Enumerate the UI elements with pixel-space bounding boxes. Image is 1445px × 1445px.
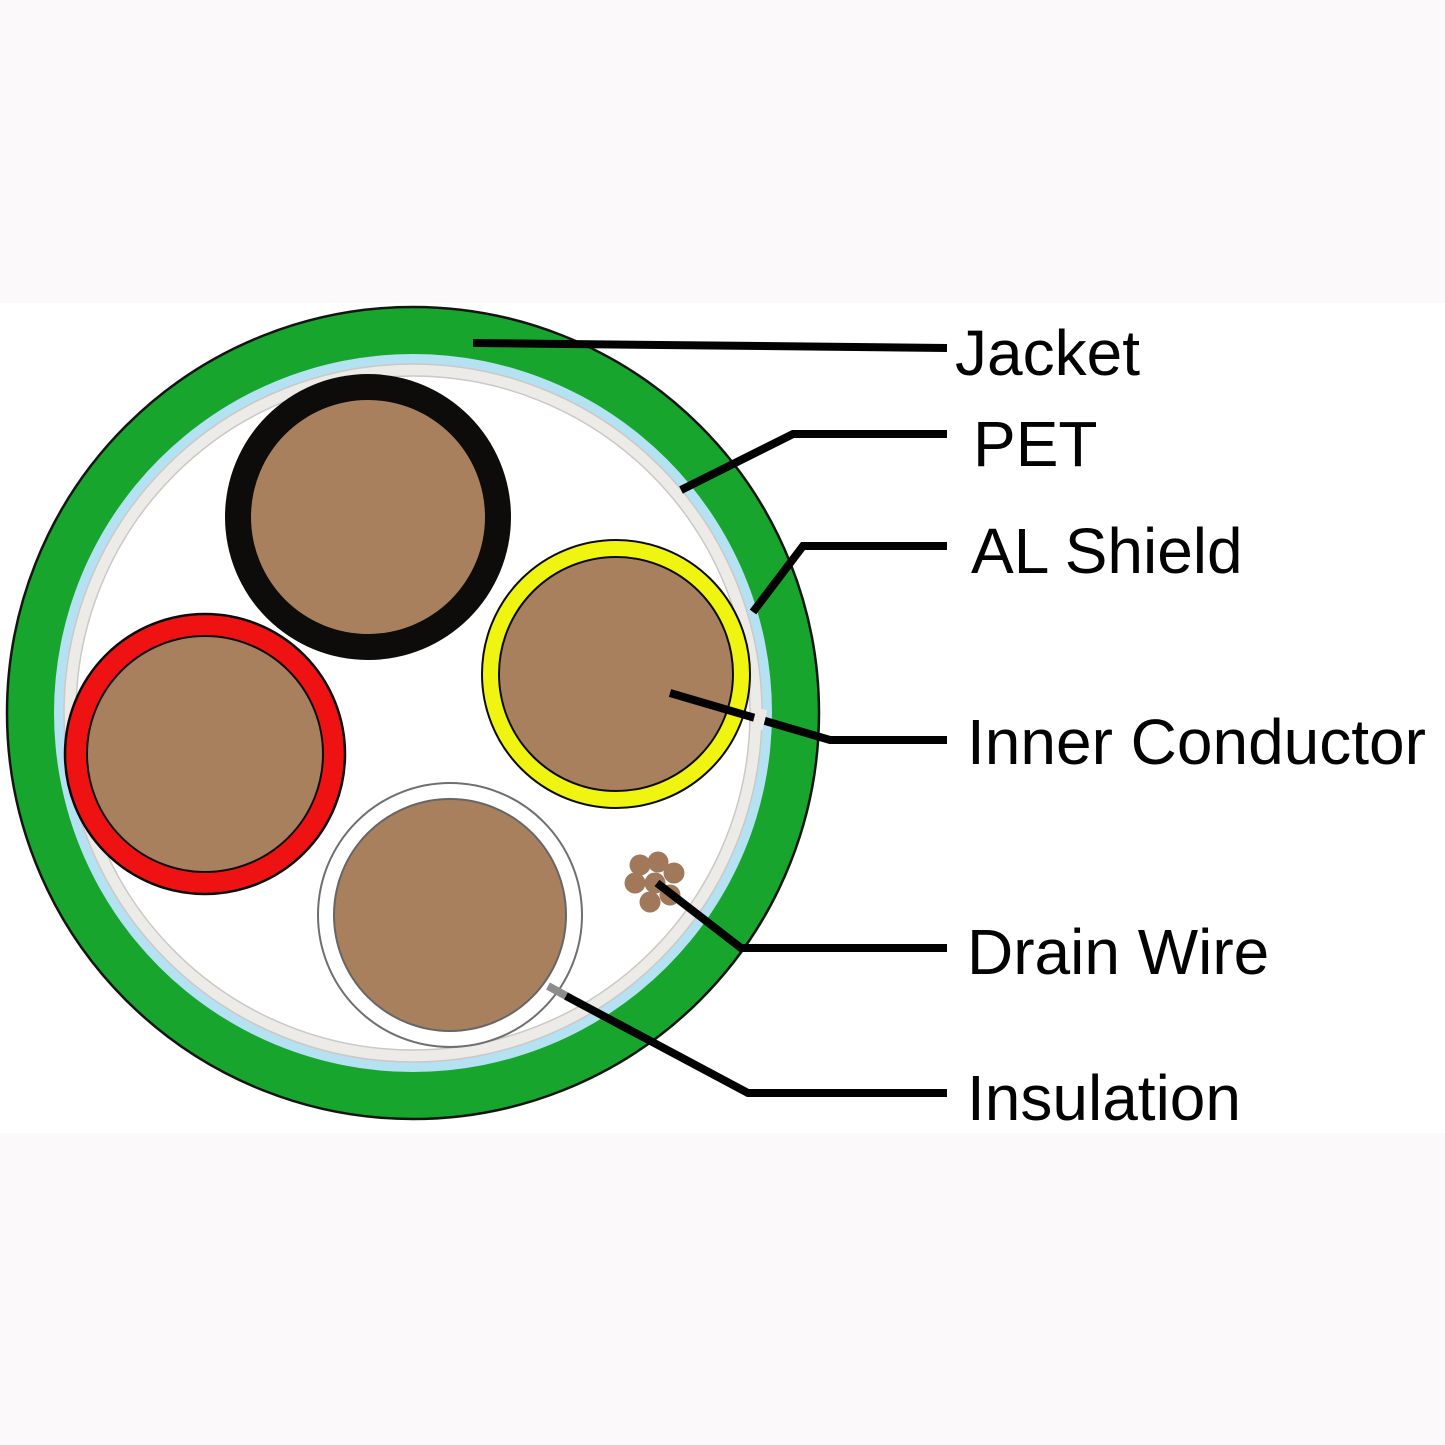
drain-wire-strand xyxy=(663,862,685,884)
label-drain-wire: Drain Wire xyxy=(967,916,1270,988)
conductor-black xyxy=(225,374,511,660)
drain-wire-strand xyxy=(639,891,661,913)
insulation-leader-line xyxy=(564,992,947,1097)
conductor-yellow xyxy=(481,539,751,809)
jacket-leader-line xyxy=(472,339,948,352)
label-jacket: Jacket xyxy=(955,317,1140,389)
page-top-band xyxy=(0,0,1445,303)
drain-wire-strand xyxy=(624,872,646,894)
conductor-white xyxy=(317,782,583,1048)
al-shield-leader-line xyxy=(749,542,947,615)
inner-conductor-core xyxy=(86,635,324,873)
drain-wire-leader-line xyxy=(654,879,947,952)
conductor-red xyxy=(63,612,347,896)
inner-conductor-core xyxy=(251,400,485,634)
label-al-shield: AL Shield xyxy=(971,515,1243,587)
label-insulation: Insulation xyxy=(967,1062,1241,1134)
pet-leader-line xyxy=(679,430,947,494)
pet-ring-overlap-gap xyxy=(751,707,768,731)
drain-wire-strand xyxy=(629,854,651,876)
label-pet: PET xyxy=(973,408,1098,480)
label-inner-conductor: Inner Conductor xyxy=(967,706,1426,778)
drain-wire-strand xyxy=(647,851,669,873)
inner-conductor-leader-line xyxy=(668,689,947,744)
page-bottom-band xyxy=(0,1133,1445,1445)
inner-conductor-core xyxy=(498,556,734,792)
inner-conductor-core xyxy=(333,798,567,1032)
